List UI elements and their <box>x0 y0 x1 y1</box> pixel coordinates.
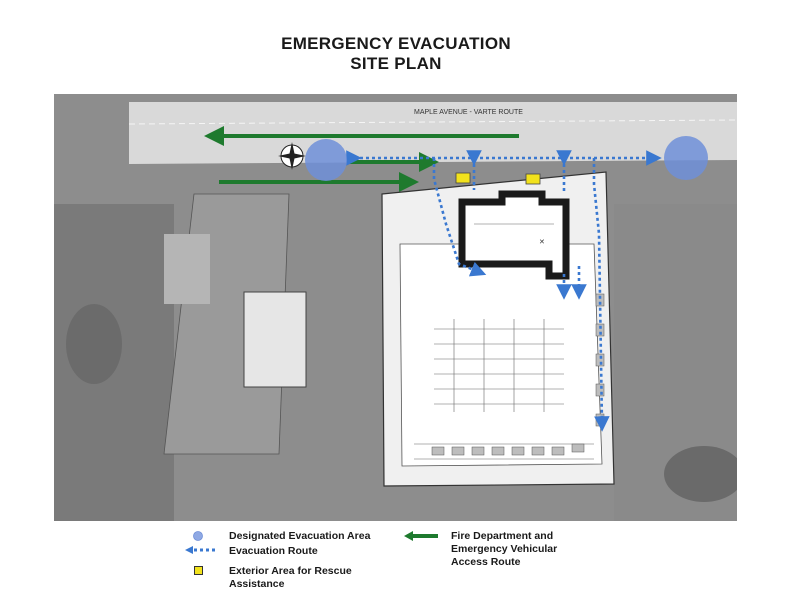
maple-avenue-road <box>129 102 737 164</box>
main-building <box>458 190 570 280</box>
site-plan-drawing: MAPLE AVENUE - VARTE ROUTE <box>54 94 737 521</box>
aerial-building-left <box>66 304 122 384</box>
rescue-area-icon <box>194 566 203 575</box>
evacuation-area-east <box>664 136 708 180</box>
legend-fire-route-line3: Access Route <box>451 556 521 568</box>
svg-text:✕: ✕ <box>539 239 545 246</box>
evacuation-routes <box>346 150 662 432</box>
page-title: EMERGENCY EVACUATION <box>281 34 511 53</box>
aerial-tree <box>664 446 737 502</box>
legend-rescue-area-line2: Assistance <box>229 578 285 590</box>
north-arrow-icon <box>278 142 306 170</box>
legend-evacuation-route: Evacuation Route <box>229 545 318 557</box>
street-label: MAPLE AVENUE - VARTE ROUTE <box>414 109 523 116</box>
evacuation-area-west <box>305 139 347 181</box>
page-subtitle: SITE PLAN <box>350 54 442 73</box>
legend-rescue-area-line1: Exterior Area for Rescue <box>229 565 352 577</box>
adjacent-restaurant-building <box>243 291 307 388</box>
parking-stalls <box>414 319 594 460</box>
adjacent-structure <box>164 234 210 304</box>
evacuation-area-icon <box>193 531 203 541</box>
legend-fire-route-line2: Emergency Vehicular <box>451 543 558 555</box>
vehicular-route-icon <box>404 531 438 541</box>
rescue-assistance-areas <box>455 172 541 185</box>
site-parking-lot <box>399 243 603 467</box>
evacuation-route-icon <box>185 546 215 554</box>
site-plan-map[interactable]: MAPLE AVENUE - VARTE ROUTE <box>54 94 737 521</box>
legend-evacuation-area: Designated Evacuation Area <box>229 530 371 542</box>
legend-fire-route-line1: Fire Department and <box>451 530 554 542</box>
